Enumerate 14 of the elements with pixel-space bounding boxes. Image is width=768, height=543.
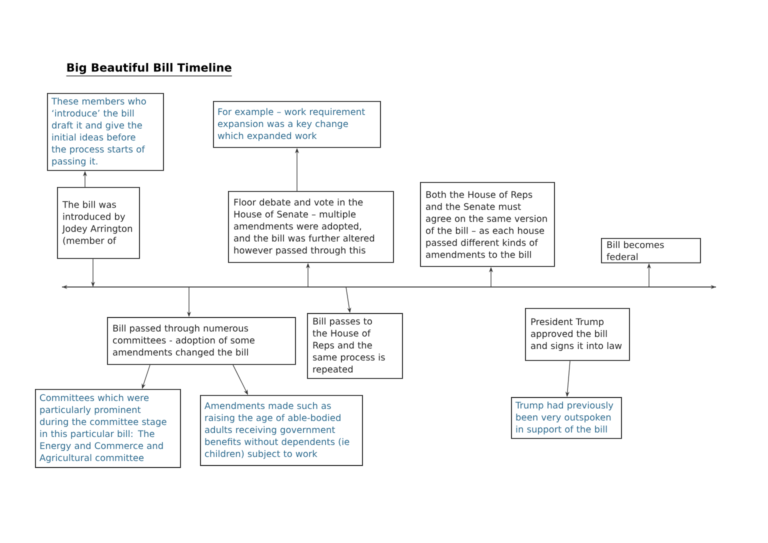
event-box: Bill becomes federal (601, 238, 701, 264)
event-box: Floor debate and vote in the House of Senate – multiple amendments were adopted, and the bill was further altered however passed through this (228, 191, 394, 263)
note-box: Amendments made such as raising the age of able-bodied adults receiving government benefits without dependents (ie children) subject to work (200, 395, 363, 466)
event-box: Bill passed through numerous committees - adoption of some amendments changed the bill (107, 317, 296, 365)
note-box: These members who ‘introduce’ the bill draft it and give the initial ideas before the process starts of passing it. (47, 93, 164, 171)
event-box: Both the House of Reps and the Senate must agree on the same version of the bill – as each house passed different kinds of amendments to the bill (420, 182, 555, 267)
note-box: For example – work requirement expansion was a key change which expanded work (213, 101, 381, 148)
note-box: Trump had previously been very outspoken in support of the bill (511, 397, 622, 439)
timeline-arrow (62, 284, 716, 290)
note-box: Committees which were particularly prominent during the committee stage in this particular bill: The Energy and Commerce and Agricultural committee (35, 389, 181, 468)
event-box: President Trump approved the bill and signs it into law (525, 308, 630, 361)
event-box: The bill was introduced by Jodey Arrington (member of (57, 187, 140, 259)
event-box: Bill passes to the House of Reps and the same process is repeated (307, 313, 403, 379)
title: Big Beautiful Bill Timeline (66, 63, 232, 76)
